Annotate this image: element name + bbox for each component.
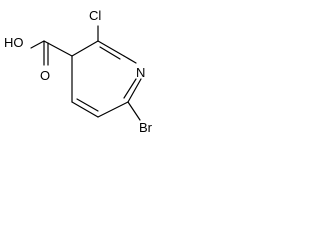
bond-c6-br [127,101,141,121]
atom-label-hydroxyl: HO [4,35,24,50]
bond-c2-n [123,55,137,64]
atom-label-chlorine: Cl [89,8,101,23]
atom-label-nitrogen: N [136,65,145,80]
bond-c3-c2 [97,40,125,57]
bond-c5-c4 [71,101,99,118]
bond-c5-c4-double [76,98,99,112]
bond-c3-c4 [71,40,99,57]
bond-carboxyl-oh [30,40,45,49]
chemical-structure-diagram: HO O Cl N Br [4,8,153,135]
atom-label-carbonyl-oxygen: O [40,68,50,83]
bond-n-c6-double [123,78,137,99]
bond-n-c6 [127,78,142,103]
atom-label-bromine: Br [139,120,153,135]
bond-ring-carboxyl [43,40,73,57]
bond-c6-c5 [97,101,129,118]
bond-c3-c2-double [99,46,121,60]
